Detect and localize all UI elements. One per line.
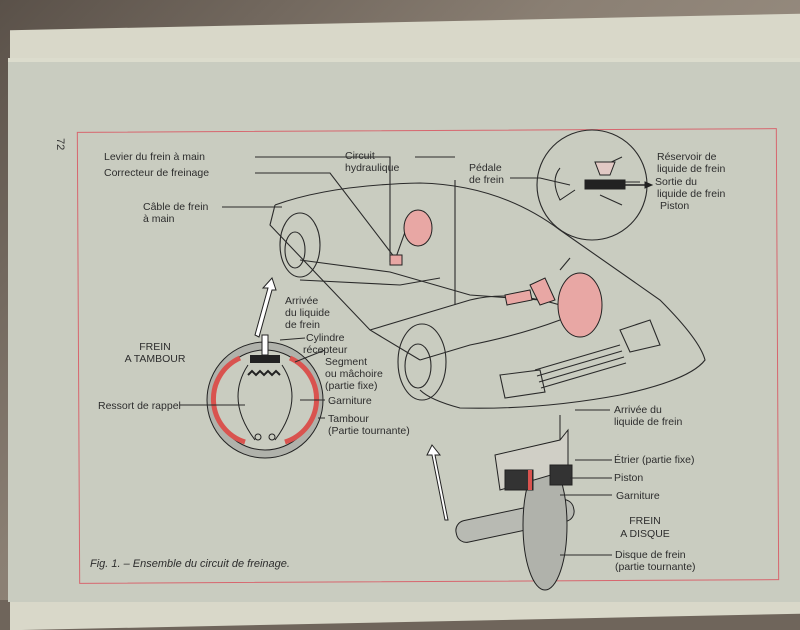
label-reservoir-2: liquide de frein	[657, 163, 726, 175]
lining-right	[284, 355, 319, 445]
label-sortie-2: liquide de frein	[657, 188, 726, 200]
front-caliper-part	[529, 277, 556, 306]
disc-title-2: A DISQUE	[620, 528, 670, 540]
disc-arrivee-1: Arrivée du	[614, 404, 662, 416]
brake-corrector	[389, 254, 403, 266]
label-pedale-2: de frein	[469, 174, 505, 186]
label-pedale-1: Pédale	[469, 162, 502, 174]
disc-piston: Piston	[614, 472, 644, 484]
drum-title-1: FREIN	[139, 341, 171, 353]
flow-arrow-disc	[426, 444, 449, 521]
drum-arrivee-1: Arrivée	[285, 295, 319, 307]
book-page	[8, 62, 800, 602]
disc-arrivee-2: liquide de frein	[614, 416, 683, 428]
label-correcteur: Correcteur de freinage	[104, 167, 210, 179]
drum-tambour-1: Tambour	[328, 413, 369, 425]
label-sortie-1: Sortie du	[655, 176, 698, 188]
disc-etrier: Étrier (partie fixe)	[614, 454, 695, 466]
drum-cylindre-1: Cylindre	[306, 332, 345, 344]
label-circuit-1: Circuit	[345, 150, 375, 162]
drum-cylindre-2: récepteur	[303, 344, 348, 356]
disc-disque-2: (partie tournante)	[615, 561, 696, 573]
drum-garniture: Garniture	[328, 395, 372, 407]
master-cylinder	[554, 161, 654, 201]
drum-arrivee-3: de frein	[285, 319, 321, 331]
label-circuit-2: hydraulique	[345, 162, 400, 174]
drum-tambour-2: (Partie tournante)	[328, 425, 410, 437]
drum-segment-3: (partie fixe)	[325, 380, 378, 392]
lining-left	[211, 355, 246, 445]
car-grille	[534, 344, 627, 389]
front-wheel	[397, 323, 447, 401]
drum-segment-2: ou mâchoire	[325, 368, 383, 380]
drum-ressort: Ressort de rappel	[98, 400, 181, 412]
front-disc-part	[557, 272, 603, 338]
disc-garniture: Garniture	[616, 490, 660, 502]
car-body	[274, 182, 706, 409]
drum-brake-diagram	[206, 277, 324, 459]
rear-drum-part	[403, 209, 433, 247]
label-cable-2: à main	[143, 213, 175, 225]
return-spring	[247, 369, 281, 377]
drum-title-2: A TAMBOUR	[124, 353, 186, 365]
flow-arrow-up	[254, 277, 277, 338]
brake-diagram	[180, 129, 706, 591]
label-cable-1: Câble de frein	[143, 201, 209, 213]
rear-wheel	[279, 212, 321, 278]
label-piston-top: Piston	[660, 200, 690, 212]
drum-arrivee-2: du liquide	[285, 307, 330, 319]
disc-brake-diagram	[426, 415, 575, 591]
disc-title-1: FREIN	[629, 515, 661, 527]
figure-caption: Fig. 1. – Ensemble du circuit de freinag…	[90, 558, 290, 570]
label-reservoir-1: Réservoir de	[657, 151, 717, 163]
label-levier: Levier du frein à main	[104, 151, 205, 163]
disc-disque-1: Disque de frein	[615, 549, 686, 561]
drum-segment-1: Segment	[325, 356, 368, 368]
